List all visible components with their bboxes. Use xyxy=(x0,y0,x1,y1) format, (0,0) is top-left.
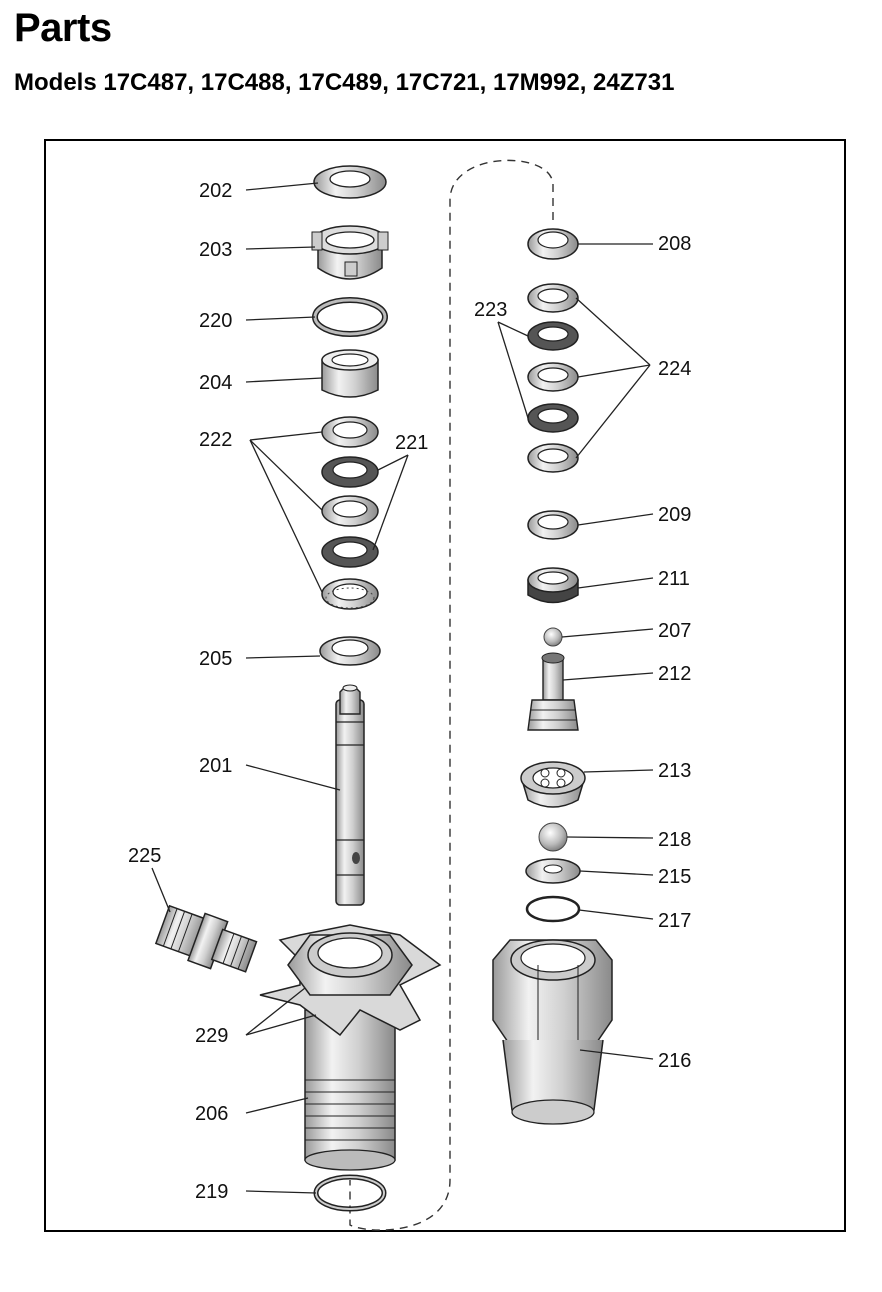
part-202-washer xyxy=(313,165,387,199)
part-207-ball xyxy=(543,627,563,647)
callout-202: 202 xyxy=(199,180,232,202)
part-223-packing-1 xyxy=(527,321,579,351)
callout-220: 220 xyxy=(199,310,232,332)
callout-222: 222 xyxy=(199,429,232,451)
part-222-gland-1 xyxy=(321,416,379,448)
callout-211: 211 xyxy=(658,568,690,590)
callout-223: 223 xyxy=(474,299,507,321)
callout-203: 203 xyxy=(199,239,232,261)
part-205-washer xyxy=(319,636,381,666)
part-224-packing-2 xyxy=(527,362,579,392)
callout-205: 205 xyxy=(199,648,232,670)
leader-lines xyxy=(151,182,654,1194)
part-222-gland-3 xyxy=(321,578,379,610)
part-222-gland-2 xyxy=(321,495,379,527)
models-subtitle: Models 17C487, 17C488, 17C489, 17C721, 1… xyxy=(14,69,675,96)
callout-225: 225 xyxy=(128,845,161,867)
callout-206: 206 xyxy=(195,1103,228,1125)
part-224-packing-3 xyxy=(527,443,579,473)
callout-212: 212 xyxy=(658,663,691,685)
part-209-gland xyxy=(527,510,579,540)
part-218-ball xyxy=(538,822,568,852)
callout-224: 224 xyxy=(658,358,691,380)
part-225-fitting xyxy=(154,904,258,973)
part-204-bushing xyxy=(321,349,379,398)
part-221-packing-2 xyxy=(321,536,379,568)
callout-217: 217 xyxy=(658,910,691,932)
part-203-packing-nut xyxy=(311,225,389,280)
part-215-seat xyxy=(525,858,581,884)
part-220-o-ring xyxy=(312,297,388,337)
callout-221: 221 xyxy=(395,432,428,454)
callout-209: 209 xyxy=(658,504,691,526)
callout-218: 218 xyxy=(658,829,691,851)
callout-201: 201 xyxy=(199,755,232,777)
callout-215: 215 xyxy=(658,866,691,888)
part-224-packing-1 xyxy=(527,283,579,313)
callout-207: 207 xyxy=(658,620,691,642)
part-213-seat-housing xyxy=(520,761,586,808)
callout-229: 229 xyxy=(195,1025,228,1047)
part-208-washer xyxy=(527,228,579,260)
callout-219: 219 xyxy=(195,1181,228,1203)
part-217-o-ring xyxy=(525,895,581,923)
callout-213: 213 xyxy=(658,760,691,782)
part-229-flange xyxy=(259,924,442,1037)
part-223-packing-2 xyxy=(527,403,579,433)
part-206-cylinder xyxy=(304,1009,396,1171)
part-201-piston-rod xyxy=(335,684,365,906)
assembly-path-dashed xyxy=(349,159,554,1231)
part-216-intake-housing xyxy=(492,939,613,1125)
page-title: Parts xyxy=(14,6,112,50)
part-211-gland xyxy=(527,567,579,604)
part-212-valve-housing xyxy=(527,652,579,731)
callout-208: 208 xyxy=(658,233,691,255)
diagram-frame xyxy=(44,139,846,1232)
part-221-packing-1 xyxy=(321,456,379,488)
callout-204: 204 xyxy=(199,372,232,394)
callout-216: 216 xyxy=(658,1050,691,1072)
